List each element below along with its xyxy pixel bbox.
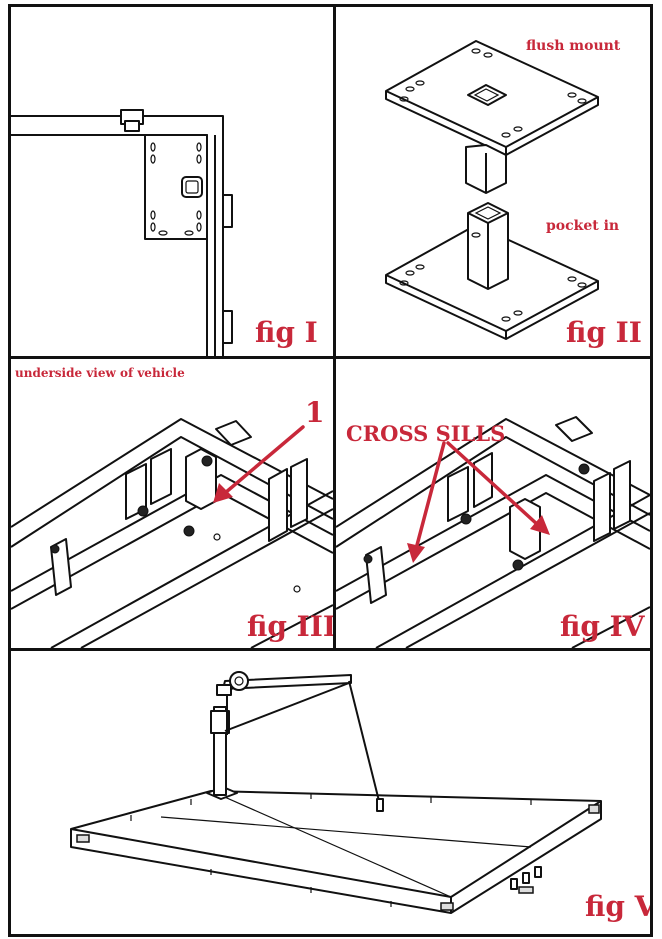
fig4-callout-cross-sills: CROSS SILLS	[346, 421, 506, 446]
fig3-callout-number: 1	[305, 396, 325, 429]
fig1-drawing	[11, 109, 233, 356]
fig2-drawing	[385, 40, 599, 340]
fig3-label: fig III	[247, 610, 333, 643]
fig3-caption: underside view of vehicle	[15, 366, 185, 380]
fig4-panel: CROSS SILLS fig IV	[336, 359, 650, 648]
fig2-panel: flush mount pocket in fig II	[336, 7, 650, 356]
divider-horizontal-2	[11, 648, 650, 651]
fig1-label: fig I	[255, 316, 318, 349]
fig4-label: fig IV	[560, 610, 645, 643]
fig5-drawing	[70, 671, 602, 914]
fig3-drawing	[11, 418, 333, 648]
fig4-drawing	[336, 416, 650, 648]
figure-sheet: fig I	[8, 4, 653, 937]
divider-vertical-top	[333, 7, 336, 648]
fig2-callout-flush-mount: flush mount	[526, 38, 621, 54]
fig5-label: fig V	[585, 890, 650, 923]
fig3-panel: underside view of vehicle 1 fig III	[11, 359, 333, 648]
fig5-panel: fig V	[11, 651, 650, 934]
divider-horizontal-1	[11, 356, 650, 359]
fig2-callout-pocket-in: pocket in	[546, 218, 620, 234]
fig2-label: fig II	[566, 316, 642, 349]
fig1-panel: fig I	[11, 7, 333, 356]
